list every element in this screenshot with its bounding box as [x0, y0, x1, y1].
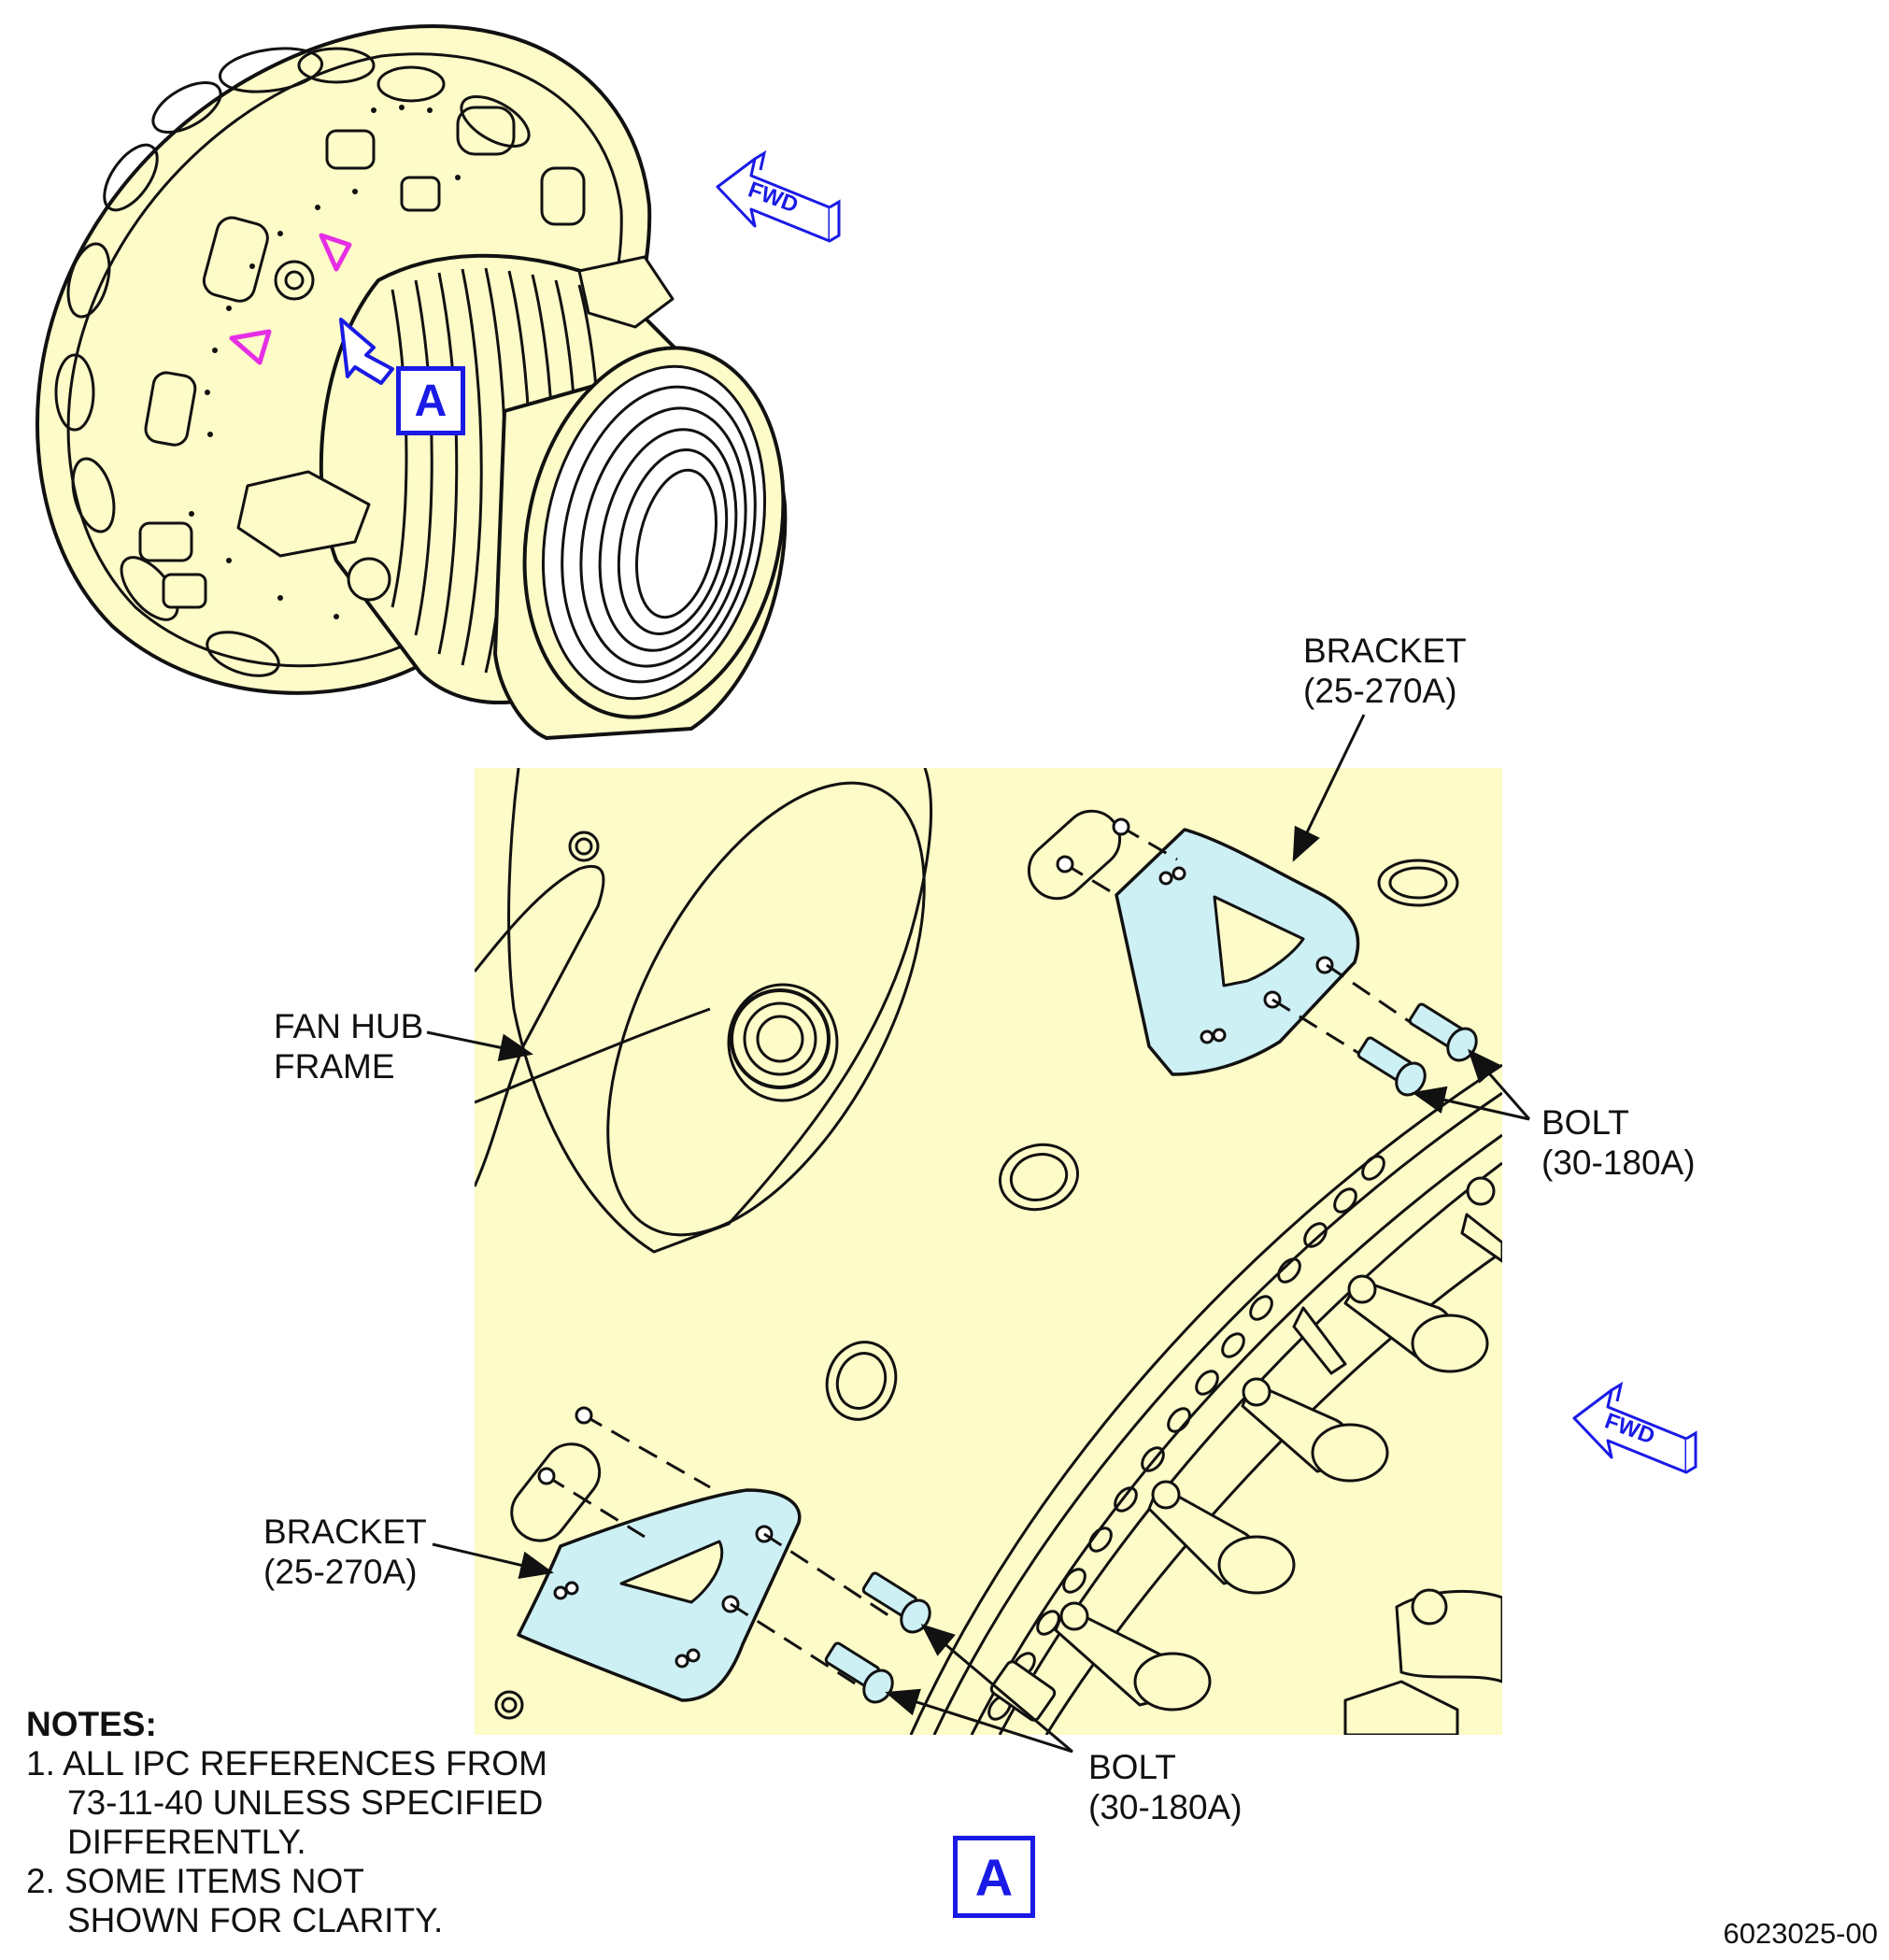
detail-view-a	[475, 768, 1502, 1735]
callout-bracket-bottom-ref: (25-270A)	[263, 1553, 418, 1591]
note-2: 2. SOME ITEMS NOT	[26, 1862, 547, 1901]
bracket-bottom-shape	[517, 1488, 802, 1702]
location-triangle-upper	[319, 233, 352, 272]
view-a-marker-detail: A	[953, 1836, 1035, 1918]
callout-bolt-bottom: BOLT (30-180A)	[1088, 1747, 1243, 1827]
note-1-line-1: ALL IPC REFERENCES FROM	[63, 1744, 547, 1782]
note-2-number: 2.	[26, 1862, 55, 1900]
callout-bolt-bottom-ref: (30-180A)	[1088, 1788, 1243, 1826]
callout-fan-hub-line1: FAN HUB	[274, 1007, 424, 1045]
fwd-arrow-detail-icon	[1572, 1381, 1697, 1474]
leader-lines	[426, 714, 1531, 1754]
callout-fan-hub-frame: FAN HUB FRAME	[274, 1006, 423, 1087]
notes-heading: NOTES:	[26, 1705, 157, 1743]
callout-bracket-top: BRACKET (25-270A)	[1303, 631, 1467, 711]
note-2-line-1: SOME ITEMS NOT	[64, 1862, 364, 1900]
notes-block: NOTES: 1. ALL IPC REFERENCES FROM 73-11-…	[26, 1705, 547, 1940]
view-arrow-icon	[339, 318, 394, 385]
callout-bolt-top-name: BOLT	[1541, 1103, 1629, 1142]
location-triangle-lower	[229, 329, 272, 365]
callout-fan-hub-line2: FRAME	[274, 1047, 395, 1086]
callout-bracket-bottom-name: BRACKET	[263, 1513, 427, 1551]
location-triangle-markers	[229, 233, 352, 365]
engine-overview	[36, 24, 788, 740]
callout-bolt-top: BOLT (30-180A)	[1541, 1102, 1696, 1183]
figure-id: 6023025-00	[1723, 1917, 1879, 1950]
callout-bracket-bottom: BRACKET (25-270A)	[263, 1512, 427, 1592]
callout-bolt-bottom-name: BOLT	[1088, 1748, 1176, 1786]
callout-bolt-top-ref: (30-180A)	[1541, 1143, 1696, 1182]
note-1-number: 1.	[26, 1744, 55, 1782]
fwd-arrow-overview-icon	[716, 149, 841, 243]
callout-bracket-top-name: BRACKET	[1303, 632, 1467, 670]
callout-bracket-top-ref: (25-270A)	[1303, 672, 1457, 710]
note-2-line-2: SHOWN FOR CLARITY.	[67, 1901, 444, 1939]
note-1-line-2: 73-11-40 UNLESS SPECIFIED	[67, 1783, 544, 1822]
note-1-line-3: DIFFERENTLY.	[67, 1823, 306, 1861]
view-a-marker-overview: A	[396, 366, 465, 435]
note-1: 1. ALL IPC REFERENCES FROM	[26, 1744, 547, 1783]
